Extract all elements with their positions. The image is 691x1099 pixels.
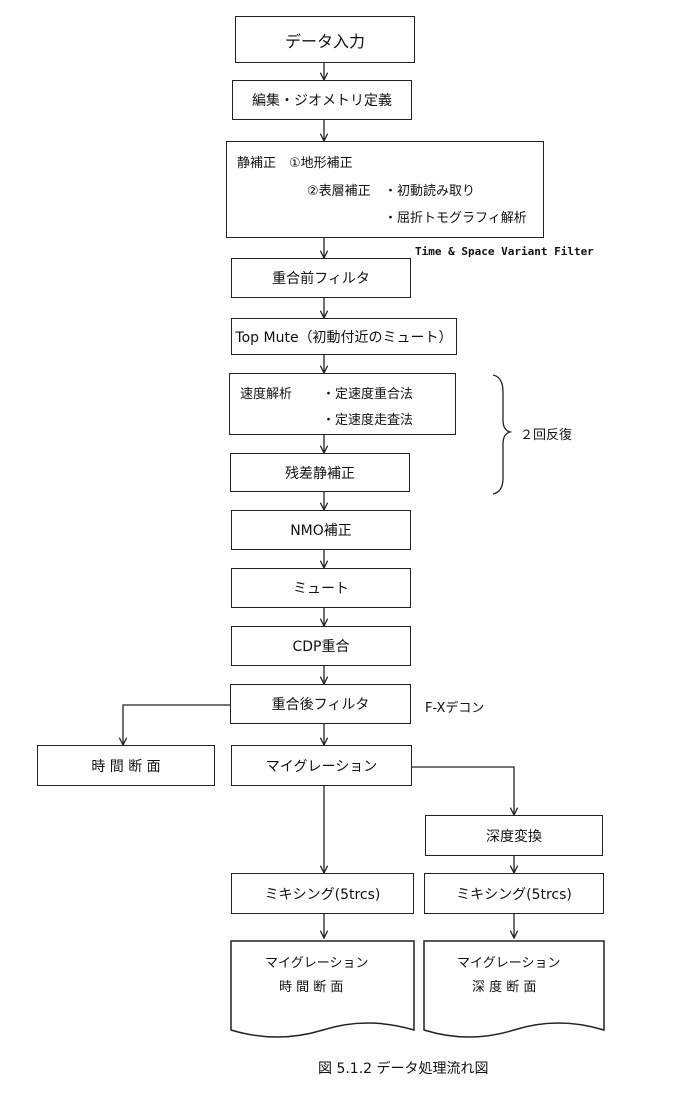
figure-caption: 図 5.1.2 データ処理流れ図 [318,1061,489,1077]
output-document-depth [423,940,605,1038]
static-correction-box: 静補正 ①地形補正 ②表層補正 ・初動読み取り ・屈折トモグラフィ解析 [226,141,544,238]
output-time-line1: マイグレーション [265,956,369,971]
mute-box: ミュート [231,568,411,608]
nmo-correction-box: NMO補正 [231,510,411,550]
constant-velocity-scan-label: ・定速度走査法 [322,413,414,428]
output-time-line2: 時 間 断 面 [279,980,344,995]
mixing-left-box: ミキシング(5trcs) [231,873,414,914]
migration-label: マイグレーション [265,758,378,775]
prestack-filter-box: 重合前フィルタ [231,258,411,298]
constant-velocity-stack-label: ・定速度重合法 [322,387,414,402]
arrow-migration-to-depthconv [412,766,514,815]
edit-geometry-label: 編集・ジオメトリ定義 [252,93,392,109]
cdp-stack-box: CDP重合 [231,626,411,666]
mixing-left-label: ミキシング(5trcs) [264,886,381,903]
mixing-right-box: ミキシング(5trcs) [424,873,604,914]
velocity-analysis-box: 速度解析 ・定速度重合法 ・定速度走査法 [229,373,456,435]
refraction-tomography-label: ・屈折トモグラフィ解析 [384,211,527,226]
surface-layer-correction-label: ②表層補正 [307,184,371,199]
static-correction-title: 静補正 [237,156,277,171]
data-input-box: データ入力 [235,16,415,63]
output-document-time [230,940,415,1038]
mute-label: ミュート [293,581,349,597]
poststack-filter-box: 重合後フィルタ [230,684,411,724]
time-section-label: 時 間 断 面 [91,758,161,775]
poststack-filter-label: 重合後フィルタ [271,697,370,713]
top-mute-box: Top Mute（初動付近のミュート） [231,318,457,355]
terrain-correction-label: ①地形補正 [289,156,353,171]
cdp-stack-label: CDP重合 [292,639,350,655]
output-depth-line2: 深 度 断 面 [472,980,537,995]
iteration-label: ２回反復 [520,428,573,443]
migration-box: マイグレーション [231,745,412,786]
velocity-analysis-title: 速度解析 [240,387,293,402]
arrow-postfilter-to-timesection [123,704,230,745]
mixing-right-label: ミキシング(5trcs) [456,886,572,903]
iteration-brace [492,374,513,495]
prestack-filter-label: 重合前フィルタ [272,271,370,287]
filter-note: Time & Space Variant Filter [415,245,594,258]
time-section-box: 時 間 断 面 [37,745,215,786]
top-mute-label: Top Mute（初動付近のミュート） [235,329,453,346]
data-input-label: データ入力 [284,31,365,51]
residual-static-box: 残差静補正 [230,453,410,492]
nmo-correction-label: NMO補正 [290,523,352,539]
residual-static-label: 残差静補正 [285,465,355,482]
fx-decon-label: F-Xデコン [425,701,485,716]
depth-conversion-label: 深度変換 [486,828,542,845]
first-break-picking-label: ・初動読み取り [384,184,476,199]
output-depth-line1: マイグレーション [457,956,561,971]
edit-geometry-box: 編集・ジオメトリ定義 [232,80,412,120]
depth-conversion-box: 深度変換 [425,815,603,856]
